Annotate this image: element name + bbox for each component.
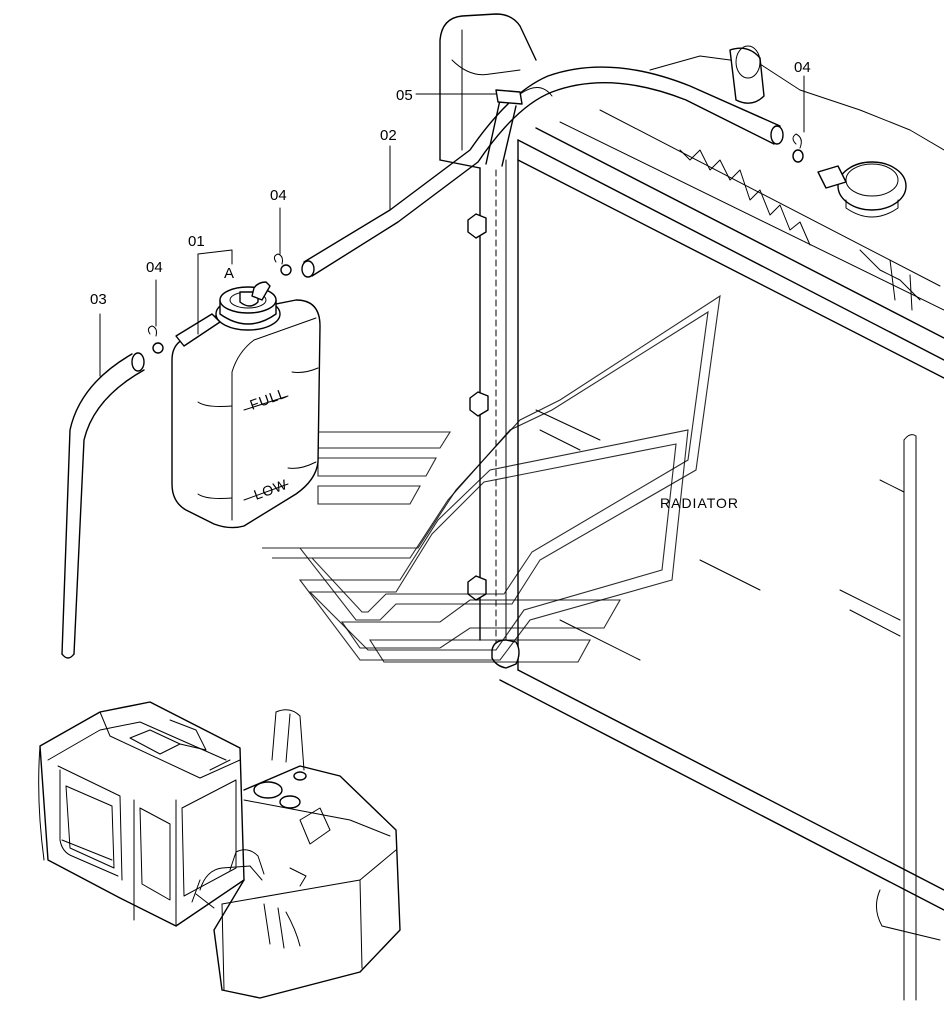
hose-03 (61, 352, 145, 659)
callout-04-right: 04 (794, 59, 811, 76)
watermark-logo (262, 294, 721, 663)
reserve-tank: FULL LOW (171, 281, 321, 529)
callout-02: 02 (380, 127, 397, 144)
callout-04-mid: 04 (270, 187, 287, 204)
radiator-bolt (467, 575, 487, 601)
callout-04-left: 04 (146, 259, 163, 276)
radiator-label: RADIATOR (660, 495, 739, 511)
callout-view-a: A (224, 265, 234, 282)
callout-03: 03 (90, 291, 107, 308)
hose-02 (301, 66, 784, 278)
clip-04-left (147, 325, 164, 354)
radiator-bolt (469, 391, 489, 417)
clip-04-right (792, 133, 804, 163)
clamp-05 (495, 87, 553, 105)
radiator-bolt (467, 213, 487, 239)
callout-05: 05 (396, 87, 413, 104)
callout-01: 01 (188, 233, 205, 250)
excavator-inset (38, 701, 401, 999)
radiator-cap (817, 161, 907, 218)
radiator (439, 13, 944, 1001)
clip-04-mid (273, 253, 292, 276)
callout-leaders (99, 75, 805, 377)
